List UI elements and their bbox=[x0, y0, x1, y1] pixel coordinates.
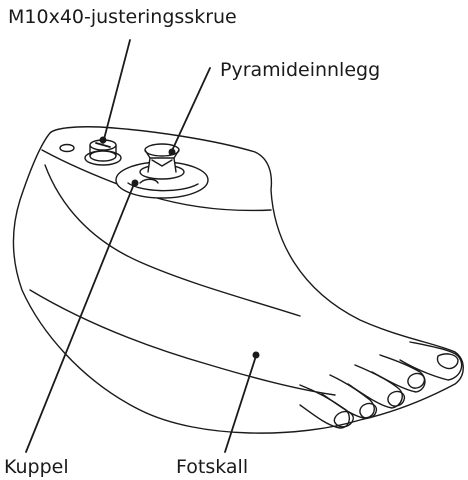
label-pyramid-insert: Pyramideinnlegg bbox=[220, 61, 380, 80]
dot-screw bbox=[100, 137, 107, 144]
label-foot-shell: Fotskall bbox=[176, 458, 248, 477]
dot-pyramid bbox=[169, 149, 176, 156]
label-dome: Kuppel bbox=[4, 458, 69, 477]
dot-dome bbox=[132, 180, 139, 187]
dot-shell bbox=[253, 352, 260, 359]
label-adjustment-screw: M10x40-justeringsskrue bbox=[8, 8, 237, 27]
foot-shell-outline bbox=[13, 127, 463, 433]
